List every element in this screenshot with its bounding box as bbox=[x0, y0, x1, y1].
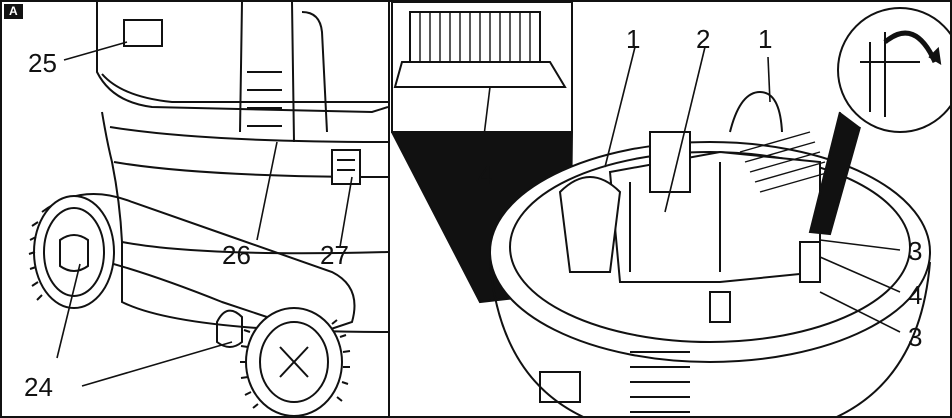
callout-1-left: 1 bbox=[626, 24, 641, 54]
callout-24: 24 bbox=[24, 372, 53, 402]
callout-27: 27 bbox=[320, 240, 349, 270]
callout-3-top: 3 bbox=[908, 236, 923, 266]
filter-housing-drawing bbox=[391, 2, 950, 416]
callout-3-bottom: 3 bbox=[908, 322, 923, 352]
vacuum-base-drawing bbox=[28, 2, 388, 416]
callout-4-right: 4 bbox=[908, 280, 923, 310]
right-illustration-panel: 1 2 1 4 3 4 3 bbox=[388, 0, 952, 418]
callout-4-inset: 4 bbox=[478, 160, 493, 190]
callout-26: 26 bbox=[222, 240, 251, 270]
callout-1-right: 1 bbox=[758, 24, 773, 54]
callout-2: 2 bbox=[696, 24, 711, 54]
callout-25: 25 bbox=[28, 48, 57, 78]
left-illustration-panel: A bbox=[0, 0, 390, 418]
figure-tag: A bbox=[4, 4, 23, 19]
